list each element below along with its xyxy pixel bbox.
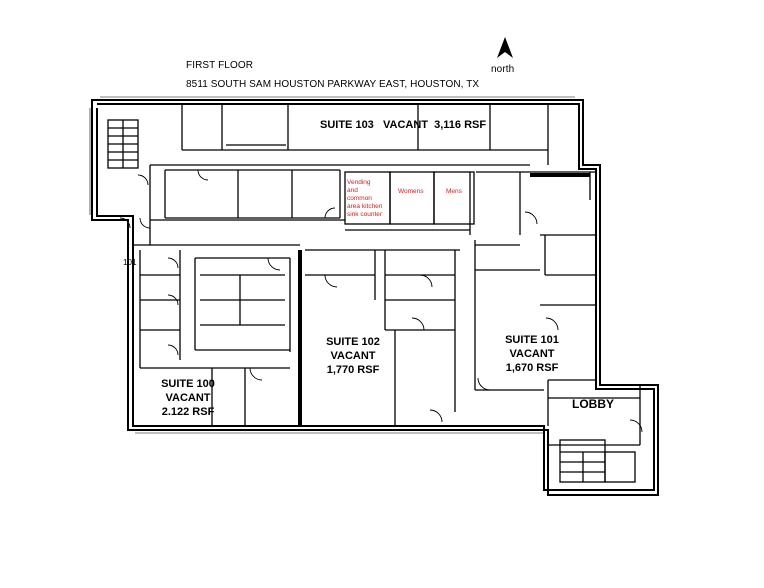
womens-restroom-label: Womens <box>398 188 424 195</box>
suite-101-status: VACANT <box>509 348 555 360</box>
vending-line-1: Vending <box>347 179 371 186</box>
north-arrow-icon <box>497 37 513 58</box>
lobby-label: LOBBY <box>572 397 614 411</box>
suite-101-area: 1,670 RSF <box>505 362 559 374</box>
suite-101-label: SUITE 101 VACANT 1,670 RSF <box>496 333 568 375</box>
mens-restroom-label: Mens <box>446 188 462 195</box>
exterior-wall <box>91 99 659 496</box>
suite-101-name: SUITE 101 <box>505 334 559 346</box>
suite-100-area: 2.122 RSF <box>161 406 215 418</box>
suite-102-name: SUITE 102 <box>326 336 380 348</box>
suite-100-name: SUITE 100 <box>161 378 215 390</box>
suite-103-status: VACANT <box>382 119 428 131</box>
suite-100-status: VACANT <box>165 392 211 404</box>
suite-102-label: SUITE 102 VACANT 1,770 RSF <box>318 335 388 377</box>
suite-102-area: 1,770 RSF <box>326 364 380 376</box>
vending-line-5: sink counter <box>347 211 383 218</box>
suite-100-label: SUITE 100 VACANT 2.122 RSF <box>152 377 224 419</box>
suite-103-name: SUITE 103 <box>320 119 374 131</box>
exterior-wall-inner <box>96 103 655 491</box>
room-number: 101 <box>123 258 137 267</box>
address-line: 8511 SOUTH SAM HOUSTON PARKWAY EAST, HOU… <box>186 79 480 90</box>
vending-line-4: area kitchen <box>347 203 383 210</box>
vending-kitchen-note: Vending and common area kitchen sink cou… <box>347 179 382 219</box>
vending-line-2: and <box>347 187 358 194</box>
suite-103-label: SUITE 103 VACANT 3,116 RSF <box>320 118 486 132</box>
floor-title: FIRST FLOOR <box>186 60 254 71</box>
suite-103-area: 3,116 RSF <box>434 119 487 131</box>
suite-102-status: VACANT <box>330 350 376 362</box>
vending-line-3: common <box>347 195 372 202</box>
north-label: north <box>491 64 515 75</box>
